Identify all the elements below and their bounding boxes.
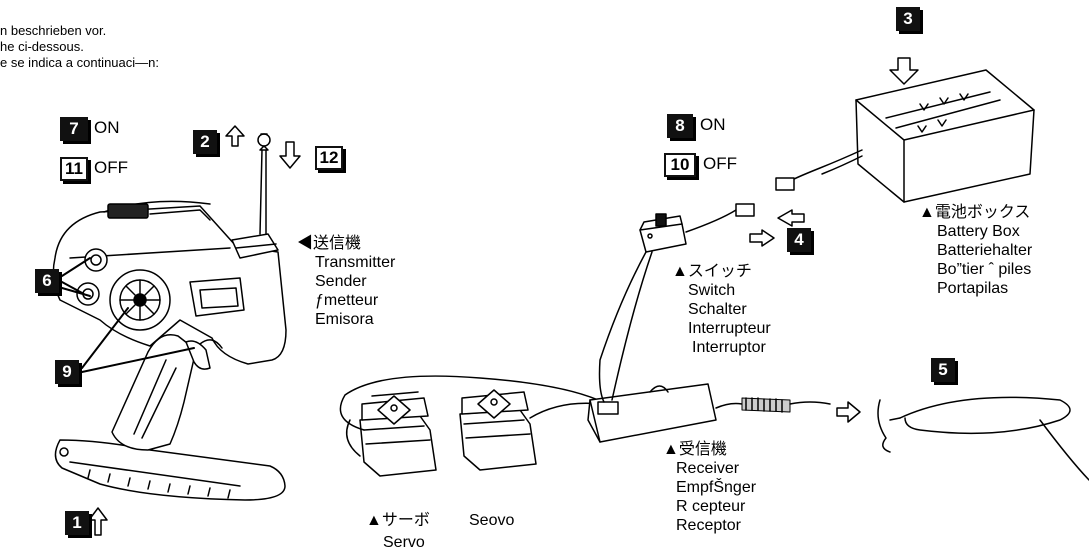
step-5-badge: 5	[931, 358, 955, 382]
step-7-badge: 7	[60, 117, 88, 141]
transmitter-label-de: Sender	[315, 273, 367, 290]
servo-right-drawing	[459, 389, 537, 471]
battery-box-label-fr: Bo”tier ˆ piles	[937, 261, 1032, 278]
receiver-switch-on-label: ON	[700, 115, 726, 134]
step-4-badge: 4	[787, 228, 811, 252]
battery-box-label-en: Battery Box	[937, 223, 1020, 240]
receiver-switch-off-label: OFF	[703, 154, 737, 173]
transmitter-label-fr: ƒmetteur	[315, 292, 379, 309]
switch-label-es: Interruptor	[692, 339, 766, 356]
servo-label-jp: ▲サーボ	[366, 512, 430, 529]
battery-box-label-group: ▲電池ボックス Battery Box Batteriehalter Bo”ti…	[919, 203, 1032, 298]
receiver-label-jp: ▲受信機	[663, 441, 727, 458]
switch-label-fr: Interrupteur	[688, 320, 771, 337]
receiver-label-de: EmpfŠnger	[676, 479, 757, 496]
transmitter-on-label: ON	[94, 118, 120, 137]
battery-box-label-de: Batteriehalter	[937, 242, 1033, 259]
transmitter-drawing	[52, 133, 287, 501]
switch-label-en: Switch	[688, 282, 736, 299]
switch-label-de: Schalter	[688, 301, 747, 318]
step-11-badge: 11	[60, 157, 88, 181]
arrow-up-2	[225, 125, 245, 147]
battery-box-drawing	[775, 69, 1035, 203]
step-1-badge: 1	[65, 511, 89, 535]
step-10-badge: 10	[664, 153, 696, 177]
step-6-badge: 6	[35, 269, 59, 293]
receiver-drawing	[587, 383, 831, 443]
transmitter-off-label: OFF	[94, 158, 128, 177]
servo-label-en: Servo	[383, 534, 425, 551]
receiver-label-es: Receptor	[676, 517, 741, 534]
receiver-label-en: Receiver	[676, 460, 740, 477]
transmitter-label-en: Transmitter	[315, 254, 396, 271]
receiver-label-group: ▲受信機 Receiver EmpfŠnger R cepteur Recept…	[663, 440, 756, 535]
transmitter-label-group: ◀送信機 Transmitter Sender ƒmetteur Emisora	[297, 234, 395, 329]
transmitter-label-es: Emisora	[315, 311, 374, 328]
intro-line-1: n beschrieben vor.	[0, 23, 107, 38]
switch-label-jp: ▲スイッチ	[672, 263, 752, 280]
intro-line-2: he ci-dessous.	[0, 39, 84, 54]
battery-box-label-jp: ▲電池ボックス	[919, 204, 1031, 221]
servo-left-drawing	[359, 391, 437, 477]
step-12-badge: 12	[315, 146, 343, 170]
step-2-badge: 2	[193, 130, 217, 154]
transmitter-label-jp: ◀送信機	[297, 235, 362, 252]
step-3-badge: 3	[896, 7, 920, 31]
switch-label-group: ▲スイッチ Switch Schalter Interrupteur Inter…	[672, 262, 771, 357]
receiver-label-fr: R cepteur	[676, 498, 746, 515]
servo-label-de: Seovo	[469, 512, 515, 529]
arrow-down-12	[279, 141, 301, 169]
intro-line-3: e se indica a continuaci—n:	[0, 55, 159, 70]
step-9-badge: 9	[55, 360, 79, 384]
battery-box-label-es: Portapilas	[937, 280, 1009, 297]
step-8-badge: 8	[667, 114, 693, 138]
switch-drawing	[598, 203, 755, 403]
